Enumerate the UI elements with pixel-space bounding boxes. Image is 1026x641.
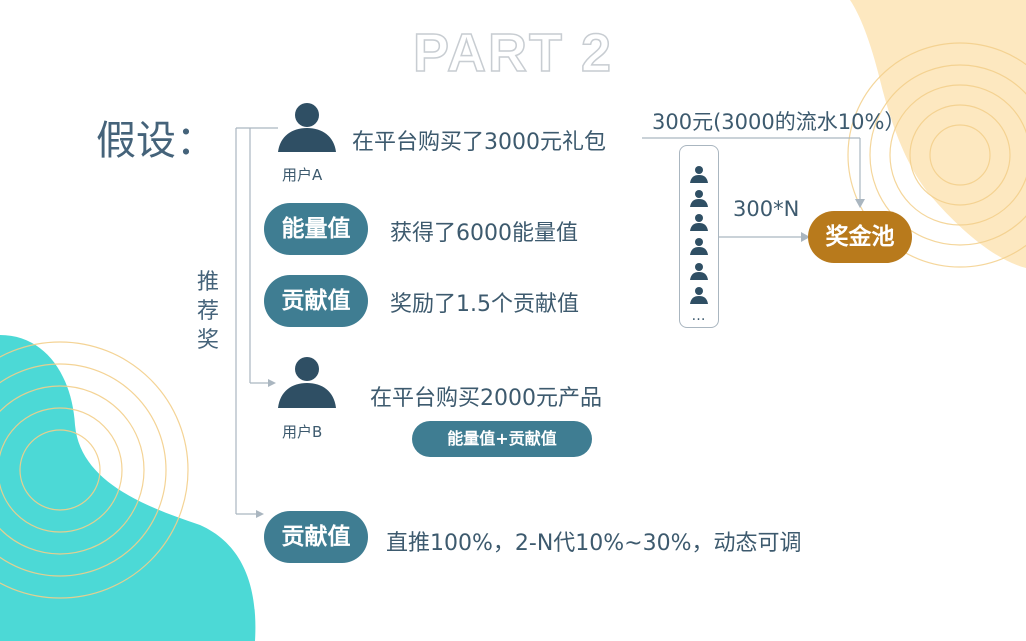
group-count-label: 300*N bbox=[733, 197, 800, 221]
contribution-value-pill: 贡献值 bbox=[264, 275, 368, 327]
contribution-value-desc: 奖励了1.5个贡献值 bbox=[390, 292, 579, 317]
user-b-badge: 能量值+贡献值 bbox=[412, 421, 592, 457]
cyan-blob bbox=[0, 335, 256, 641]
user-a-label: 用户A bbox=[282, 166, 323, 184]
prize-pool-pill: 奖金池 bbox=[808, 211, 912, 263]
small-user-icon-2 bbox=[690, 190, 708, 207]
user-b-label: 用户B bbox=[282, 423, 323, 441]
referral-contribution-desc: 直推100%，2-N代10%~30%，动态可调 bbox=[386, 531, 802, 556]
flow-note: 300元(3000的流水10%） bbox=[652, 110, 906, 134]
user-group-ellipsis: … bbox=[691, 308, 707, 324]
small-user-icon-4 bbox=[690, 238, 708, 255]
user-b-icon bbox=[278, 357, 336, 408]
user-group-box bbox=[679, 145, 719, 328]
arrow-to-user-b bbox=[268, 379, 276, 387]
user-a-action: 在平台购买了3000元礼包 bbox=[352, 130, 606, 155]
small-user-icon-3 bbox=[690, 214, 708, 231]
side-label-referral-reward: 推荐奖 bbox=[196, 270, 219, 353]
energy-value-pill: 能量值 bbox=[264, 203, 368, 255]
small-user-icon-6 bbox=[690, 287, 708, 304]
flow-lines bbox=[642, 137, 861, 238]
assumption-label: 假设： bbox=[96, 118, 216, 164]
energy-value-desc: 获得了6000能量值 bbox=[390, 221, 578, 246]
user-group-icons bbox=[690, 166, 708, 304]
user-b-action: 在平台购买2000元产品 bbox=[370, 386, 602, 411]
arrow-to-referral bbox=[256, 510, 264, 518]
referral-contribution-pill: 贡献值 bbox=[264, 511, 368, 563]
arrow-down-to-pool bbox=[855, 199, 865, 208]
slide-title: PART 2 bbox=[412, 22, 614, 84]
small-user-icon-1 bbox=[690, 166, 708, 183]
rings-top-right bbox=[847, 42, 1026, 268]
left-bracket-lines bbox=[235, 127, 278, 515]
rings-bottom-left bbox=[0, 341, 189, 599]
arrow-right-to-pool bbox=[801, 232, 810, 242]
user-a-icon bbox=[278, 103, 336, 152]
small-user-icon-5 bbox=[690, 263, 708, 280]
